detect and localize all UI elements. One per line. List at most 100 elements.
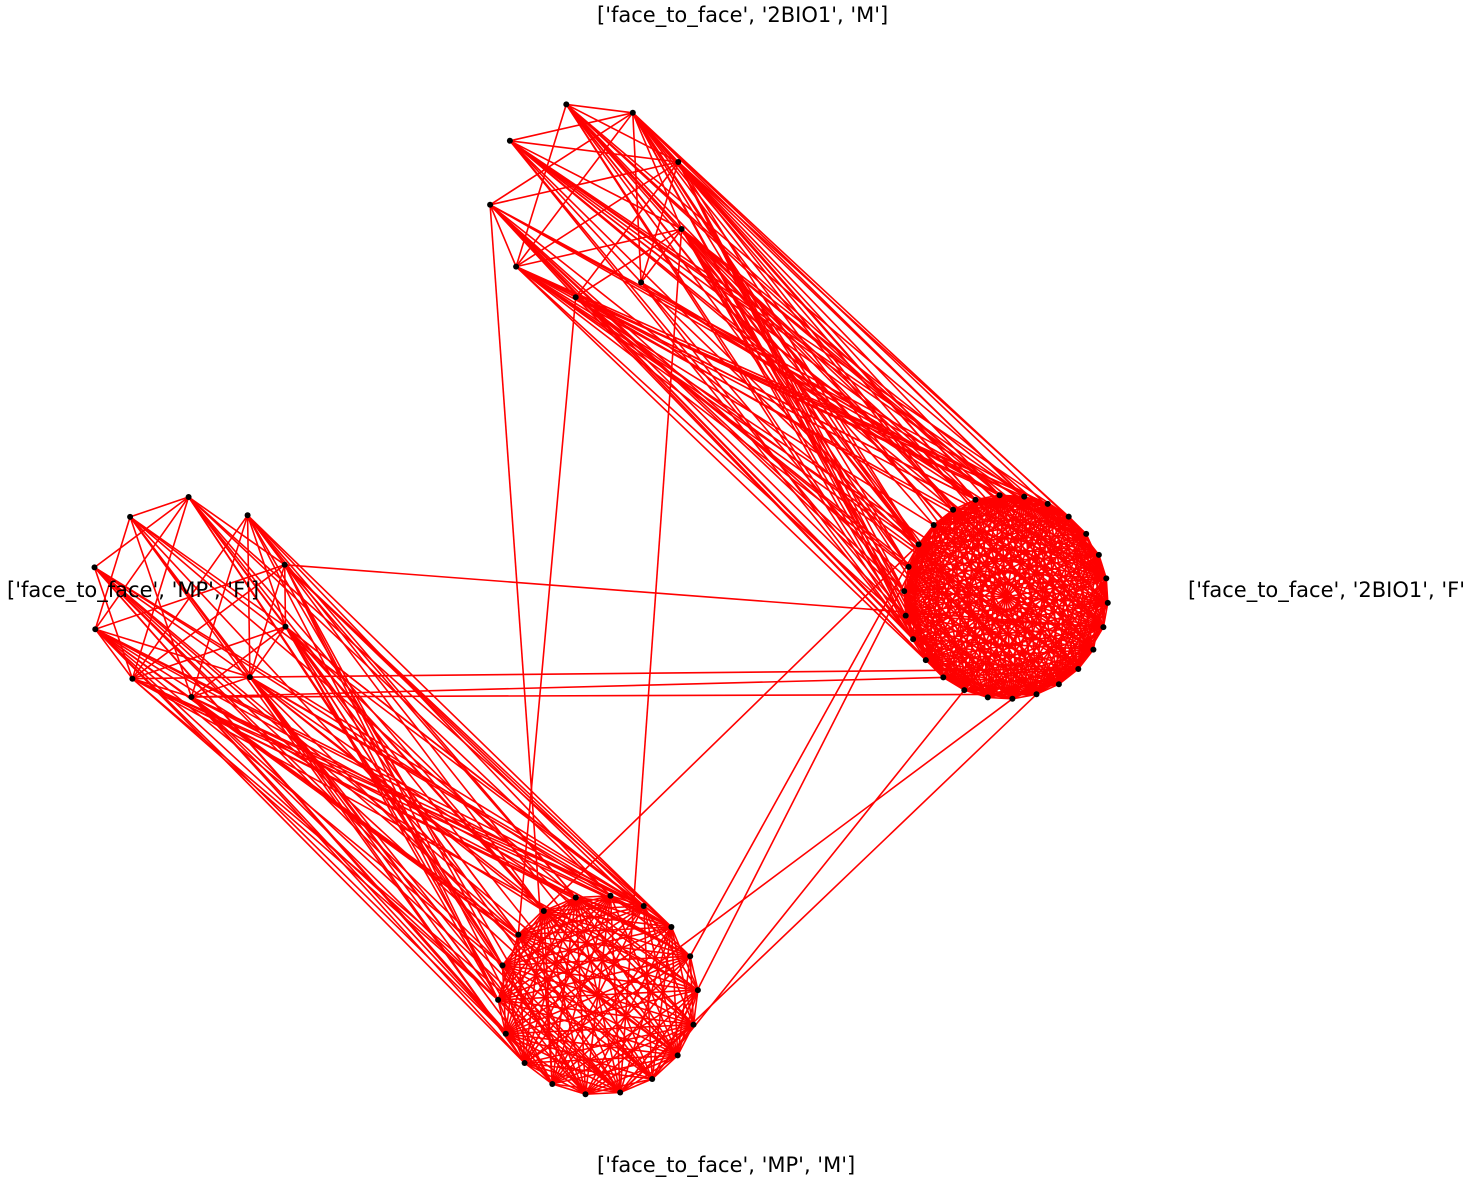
graph-edge [632, 112, 920, 545]
graph-edge [1102, 602, 1109, 628]
graph-edge [552, 1083, 586, 1095]
graph-edge [95, 628, 251, 678]
graph-edge [93, 566, 653, 1080]
graph-edge [640, 281, 1060, 685]
graph-edge [543, 910, 587, 1095]
graph-edge [575, 296, 1107, 580]
graph-edge [575, 896, 699, 991]
graph-edge [584, 926, 673, 1095]
graph-edge [283, 564, 554, 1085]
graph-edge [515, 266, 927, 661]
graph-edge [505, 1033, 586, 1095]
graph-edge [283, 564, 504, 966]
graph-node [1009, 695, 1016, 702]
graph-edge [509, 140, 1070, 518]
graph-edge [246, 515, 251, 678]
graph-node [549, 1081, 556, 1087]
graph-node [244, 512, 251, 519]
graph-node [690, 1021, 697, 1028]
graph-edge [191, 693, 1037, 698]
graph-edge [515, 265, 935, 526]
graph-edge [489, 204, 554, 1085]
graph-edge [191, 696, 691, 957]
graph-edge [489, 204, 944, 678]
graph-edge [565, 103, 1079, 670]
graph-edge [677, 161, 907, 616]
graph-edge [565, 103, 927, 661]
graph-node [127, 513, 134, 520]
graph-edge [93, 566, 504, 966]
graph-node [915, 541, 922, 548]
graph-edge [524, 1062, 553, 1085]
graph-edge [284, 626, 545, 912]
graph-edge [632, 112, 642, 283]
graph-edge [677, 161, 920, 545]
group-label-2bio1-f: ['face_to_face', '2BIO1', 'F'] [1188, 578, 1467, 602]
graph-edge [651, 524, 935, 1080]
group-label-2bio1-m: ['face_to_face', '2BIO1', 'M'] [597, 3, 889, 27]
graph-edge [131, 678, 499, 1001]
graph-edge [94, 566, 611, 897]
graph-edge [925, 602, 1109, 661]
graph-edge [642, 905, 679, 1056]
graph-edge [543, 910, 699, 991]
graph-edge [677, 161, 1025, 498]
graph-edge [651, 689, 965, 1080]
graph-edge [502, 955, 691, 967]
graph-node [984, 694, 991, 701]
graph-edge [676, 989, 699, 1056]
graph-edge [565, 103, 679, 163]
graph-edge [95, 564, 285, 630]
graph-edge [129, 496, 189, 518]
group-label-mp-m: ['face_to_face', 'MP', 'M'] [597, 1153, 856, 1177]
graph-edge [689, 544, 920, 957]
graph-edge [632, 112, 1014, 700]
graph-node [668, 924, 675, 930]
graph-edge [190, 696, 526, 1064]
graph-edge [131, 564, 286, 680]
graph-node [1075, 666, 1082, 672]
graph-node [930, 522, 937, 528]
graph-node [675, 159, 682, 165]
graph-node [1090, 646, 1097, 653]
graph-node [687, 953, 694, 960]
graph-node [1021, 493, 1028, 500]
graph-node [905, 563, 912, 570]
graph-edge [94, 628, 134, 680]
graph-node [940, 674, 947, 681]
graph-edge [283, 564, 287, 627]
graph-node [950, 506, 957, 513]
graph-edge [632, 112, 989, 698]
graph-edge [246, 514, 587, 1095]
graph-edge [619, 1078, 653, 1094]
graph-node [499, 962, 506, 969]
graph-node [281, 561, 288, 568]
graph-edge [1077, 602, 1109, 670]
graph-edge [502, 905, 645, 967]
graph-edge [509, 140, 1100, 556]
graph-edge [247, 514, 672, 928]
graph-edge [509, 140, 914, 640]
graph-node [674, 1052, 681, 1059]
graph-edge [509, 140, 679, 163]
edge-layer [93, 103, 1109, 1095]
graph-edge [551, 926, 673, 1085]
graph-edge [489, 204, 914, 640]
graph-edge [515, 265, 1060, 685]
graph-edge [187, 496, 519, 936]
graph-edge [677, 161, 954, 511]
graph-edge [190, 696, 621, 1094]
graph-edge [94, 628, 507, 1035]
graph-edge [517, 934, 653, 1080]
graph-node [1104, 599, 1111, 606]
graph-edge [284, 564, 691, 957]
graph-edge [619, 693, 1038, 1094]
graph-node [515, 931, 522, 938]
graph-edge [651, 1054, 679, 1080]
graph-node [91, 564, 98, 571]
graph-edge [284, 564, 672, 928]
graph-node [282, 623, 289, 630]
graph-edge [585, 1091, 621, 1095]
graph-edge [677, 161, 1001, 496]
